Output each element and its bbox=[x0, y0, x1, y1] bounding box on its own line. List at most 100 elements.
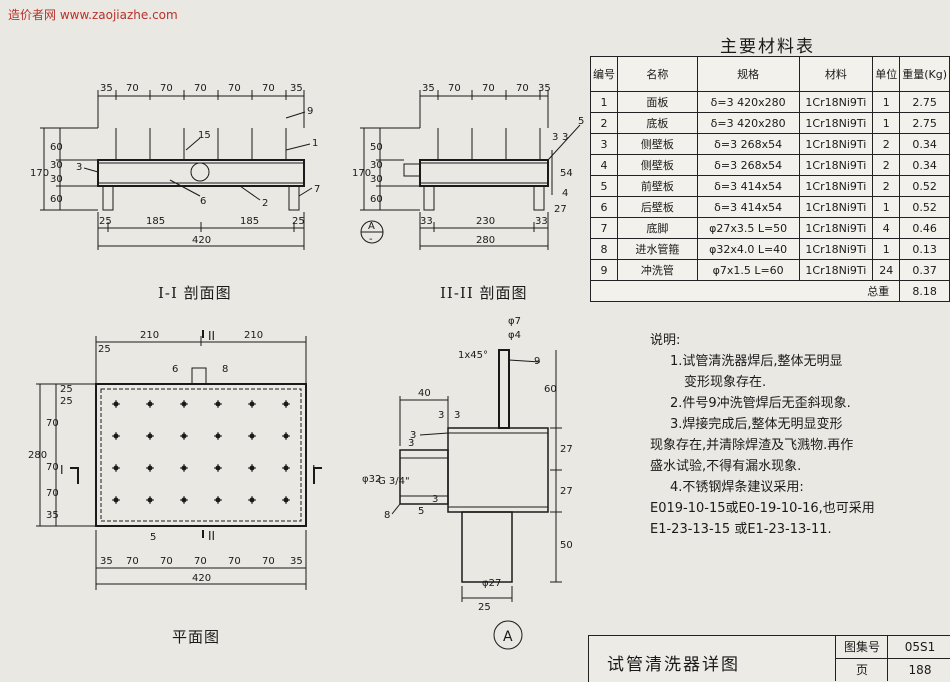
cell: δ=3 420x280 bbox=[696, 112, 800, 134]
detail-dim-40: 40 bbox=[418, 388, 431, 399]
cell: 0.34 bbox=[899, 133, 950, 155]
plan-nozzle-marker bbox=[214, 400, 222, 408]
s1-dim-5: 70 bbox=[262, 83, 275, 94]
cell: 8 bbox=[590, 238, 618, 260]
s2-dimb-1: 230 bbox=[476, 216, 495, 227]
plan-dimv-4: 70 bbox=[46, 462, 59, 473]
detail-dim-27b: 27 bbox=[560, 486, 573, 497]
cell: 0.46 bbox=[899, 217, 950, 239]
plan-nozzle-marker bbox=[112, 496, 120, 504]
plan-nozzle-marker bbox=[112, 464, 120, 472]
cell: 0.52 bbox=[899, 175, 950, 197]
cell: 2 bbox=[872, 133, 901, 155]
cell: 1Cr18Ni9Ti bbox=[798, 217, 874, 239]
detail-callout-3b: 3 bbox=[432, 494, 438, 505]
detail-callout-8: 8 bbox=[384, 510, 390, 521]
s1-dim-total: 420 bbox=[192, 235, 211, 246]
s2-dimv-4: 60 bbox=[370, 194, 383, 205]
cell: 1 bbox=[872, 238, 901, 260]
cell: 2 bbox=[872, 175, 901, 197]
plan-dimb-0: 35 bbox=[100, 556, 113, 567]
s1-dim-6: 35 bbox=[290, 83, 303, 94]
s2-dimv-3: 30 bbox=[370, 174, 383, 185]
cell: 4 bbox=[590, 154, 618, 176]
cell: 2.75 bbox=[899, 91, 950, 113]
plan-nozzle-marker bbox=[248, 464, 256, 472]
plan-callout-8: 8 bbox=[222, 364, 228, 375]
cell: 1Cr18Ni9Ti bbox=[798, 154, 874, 176]
detail-callout-5: 5 bbox=[418, 506, 424, 517]
s2-dimb-0: 33 bbox=[420, 216, 433, 227]
cell: 0.13 bbox=[899, 238, 950, 260]
s2-dim-0: 35 bbox=[422, 83, 435, 94]
s2-callout-4: 4 bbox=[562, 188, 568, 199]
plan-nozzle-marker bbox=[282, 432, 290, 440]
materials-title: 主要材料表 bbox=[720, 37, 815, 57]
s1-dimb-0: 25 bbox=[99, 216, 112, 227]
cell: 冲洗管 bbox=[617, 259, 698, 281]
detail-dia-32: φ32 bbox=[362, 474, 381, 485]
plan-nozzle-marker bbox=[180, 400, 188, 408]
cell: 2.75 bbox=[899, 112, 950, 134]
s1-callout-9: 9 bbox=[307, 106, 313, 117]
note-line: E1-23-13-15 或E1-23-13-11. bbox=[650, 522, 832, 537]
cell: 底板 bbox=[617, 112, 698, 134]
s2-callout-5: 5 bbox=[578, 116, 584, 127]
section-1-caption: I-I 剖面图 bbox=[158, 284, 232, 302]
header-material: 材料 bbox=[798, 56, 874, 92]
s1-dimv-2: 30 bbox=[50, 160, 63, 171]
detail-dim-25: 25 bbox=[478, 602, 491, 613]
watermark-text: 造价者网 www.zaojiazhe.com bbox=[8, 8, 178, 22]
total-value: 8.18 bbox=[899, 280, 950, 302]
detail-dia-7: φ7 bbox=[508, 316, 521, 327]
plan-section-mark-right: I bbox=[312, 463, 316, 477]
cell: φ27x3.5 L=50 bbox=[696, 217, 800, 239]
header-name: 名称 bbox=[617, 56, 698, 92]
cell: 5 bbox=[590, 175, 618, 197]
plan-dimb-3: 70 bbox=[194, 556, 207, 567]
plan-dimv-5: 70 bbox=[46, 488, 59, 499]
s2-detail-sub: - bbox=[369, 234, 373, 245]
cell: 侧壁板 bbox=[617, 154, 698, 176]
s2-dim-total: 280 bbox=[476, 235, 495, 246]
plan-dimv-6: 35 bbox=[46, 510, 59, 521]
plan-nozzle-marker bbox=[248, 432, 256, 440]
s1-callout-7: 7 bbox=[314, 184, 320, 195]
cell: 4 bbox=[872, 217, 901, 239]
plan-nozzle-marker bbox=[248, 496, 256, 504]
cell: 侧壁板 bbox=[617, 133, 698, 155]
plan-dim-0: 210 bbox=[140, 330, 159, 341]
plan-dimb-5: 70 bbox=[262, 556, 275, 567]
s2-dim-3: 70 bbox=[516, 83, 529, 94]
cell: 1 bbox=[872, 112, 901, 134]
s1-dim-1: 70 bbox=[126, 83, 139, 94]
plan-nozzle-marker bbox=[180, 464, 188, 472]
cell: 1Cr18Ni9Ti bbox=[798, 196, 874, 218]
note-line: 变形现象存在. bbox=[684, 375, 767, 390]
cell: 1Cr18Ni9Ti bbox=[798, 133, 874, 155]
s2-dim-4: 35 bbox=[538, 83, 551, 94]
plan-nozzle-marker bbox=[214, 432, 222, 440]
plan-section-mark-top: II bbox=[208, 329, 215, 343]
plan-callout-5: 5 bbox=[150, 532, 156, 543]
table-header-row: 编号 名称 规格 材料 单位 重量(Kg) bbox=[590, 56, 950, 92]
plan-dim-2: 25 bbox=[98, 344, 111, 355]
s1-dimv-3: 30 bbox=[50, 174, 63, 185]
detail-dim-50: 50 bbox=[560, 540, 573, 551]
cell: 6 bbox=[590, 196, 618, 218]
plan-dimv-3: 280 bbox=[28, 450, 47, 461]
plan-nozzle-marker bbox=[180, 496, 188, 504]
cell: 1 bbox=[872, 91, 901, 113]
cell: 面板 bbox=[617, 91, 698, 113]
note-line: 1.试管清洗器焊后,整体无明显 bbox=[670, 354, 843, 369]
s2-dimv-2: 30 bbox=[370, 160, 383, 171]
note-line: 4.不锈钢焊条建议采用: bbox=[670, 480, 804, 495]
cell: 9 bbox=[590, 259, 618, 281]
detail-chamfer: 1x45° bbox=[458, 350, 488, 361]
